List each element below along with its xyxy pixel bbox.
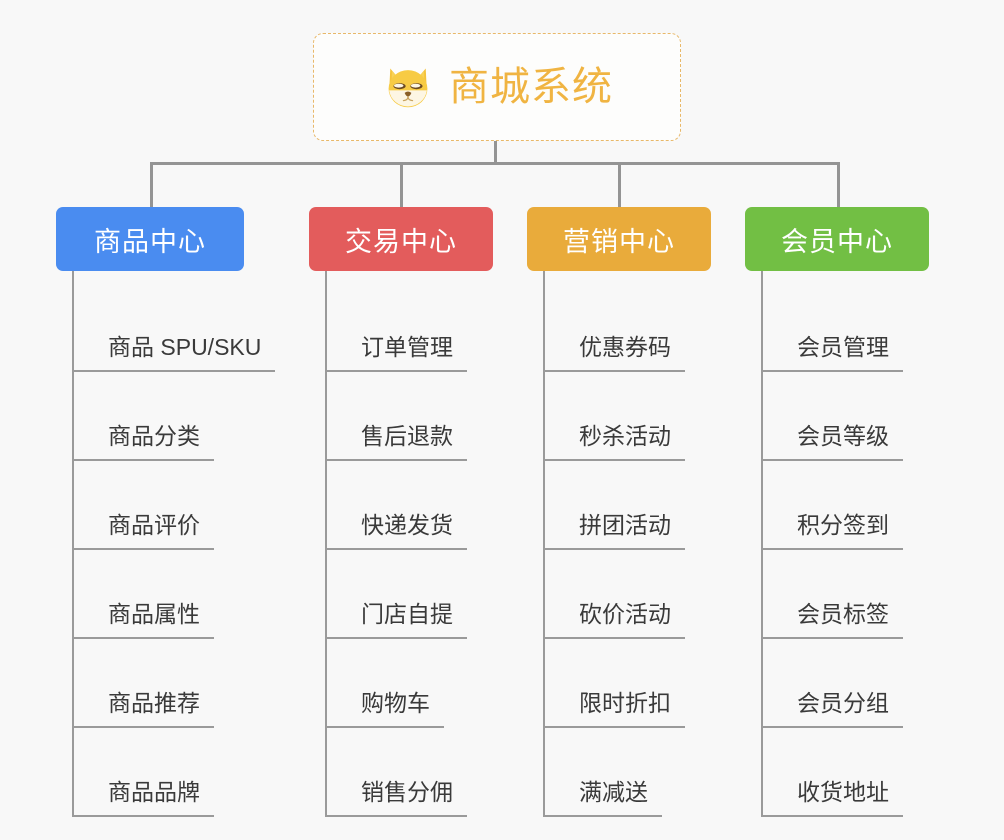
leaf-label: 收货地址	[761, 781, 903, 817]
leaf-label: 订单管理	[325, 336, 467, 372]
leaf-label: 商品品牌	[72, 781, 214, 817]
leaf-label: 会员分组	[761, 692, 903, 728]
leaf-label: 满减送	[543, 781, 662, 817]
leaf-label: 售后退款	[325, 425, 467, 461]
leaf-trunk-1	[72, 271, 74, 817]
leaf-item[interactable]: 积分签到	[761, 514, 903, 550]
leaf-item[interactable]: 商品推荐	[72, 692, 214, 728]
leaf-item[interactable]: 秒杀活动	[543, 425, 685, 461]
leaf-label: 购物车	[325, 692, 444, 728]
leaf-label: 门店自提	[325, 603, 467, 639]
leaf-item[interactable]: 收货地址	[761, 781, 903, 817]
connector-drop-2	[400, 162, 403, 208]
leaf-item[interactable]: 商品 SPU/SKU	[72, 336, 276, 372]
root-node[interactable]: 商城系统	[313, 33, 681, 141]
leaf-label: 销售分佣	[325, 781, 467, 817]
connector-root-stem	[494, 141, 497, 165]
leaf-label: 优惠券码	[543, 336, 685, 372]
leaf-item[interactable]: 优惠券码	[543, 336, 685, 372]
root-title: 商城系统	[449, 65, 613, 109]
leaf-label: 砍价活动	[543, 603, 685, 639]
leaf-item[interactable]: 限时折扣	[543, 692, 685, 728]
leaf-label: 商品 SPU/SKU	[72, 336, 276, 372]
leaf-label: 拼团活动	[543, 514, 685, 550]
leaf-item[interactable]: 会员标签	[761, 603, 903, 639]
leaf-label: 商品属性	[72, 603, 214, 639]
connector-drop-4	[837, 162, 840, 208]
leaf-label: 商品推荐	[72, 692, 214, 728]
leaf-trunk-4	[761, 271, 763, 817]
leaf-trunk-2	[325, 271, 327, 817]
leaf-item[interactable]: 商品分类	[72, 425, 214, 461]
category-box-3[interactable]: 营销中心	[527, 207, 711, 271]
leaf-item[interactable]: 门店自提	[325, 603, 467, 639]
leaf-trunk-3	[543, 271, 545, 817]
leaf-item[interactable]: 销售分佣	[325, 781, 467, 817]
leaf-item[interactable]: 砍价活动	[543, 603, 685, 639]
leaf-item[interactable]: 商品属性	[72, 603, 214, 639]
leaf-item[interactable]: 会员分组	[761, 692, 903, 728]
leaf-item[interactable]: 售后退款	[325, 425, 467, 461]
leaf-label: 商品分类	[72, 425, 214, 461]
leaf-item[interactable]: 购物车	[325, 692, 444, 728]
category-box-4[interactable]: 会员中心	[745, 207, 929, 271]
category-label-3: 营销中心	[563, 226, 675, 257]
connector-horizontal-bus	[150, 162, 840, 165]
leaf-label: 限时折扣	[543, 692, 685, 728]
leaf-item[interactable]: 满减送	[543, 781, 662, 817]
leaf-label: 秒杀活动	[543, 425, 685, 461]
category-box-2[interactable]: 交易中心	[309, 207, 493, 271]
leaf-label: 会员管理	[761, 336, 903, 372]
leaf-item[interactable]: 商品评价	[72, 514, 214, 550]
dog-face-icon	[388, 68, 428, 108]
category-box-1[interactable]: 商品中心	[56, 207, 244, 271]
leaf-item[interactable]: 拼团活动	[543, 514, 685, 550]
leaf-label: 快递发货	[325, 514, 467, 550]
leaf-item[interactable]: 会员等级	[761, 425, 903, 461]
leaf-label: 会员等级	[761, 425, 903, 461]
connector-drop-3	[618, 162, 621, 208]
leaf-item[interactable]: 商品品牌	[72, 781, 214, 817]
leaf-label: 会员标签	[761, 603, 903, 639]
category-label-1: 商品中心	[94, 226, 206, 257]
leaf-item[interactable]: 订单管理	[325, 336, 467, 372]
leaf-item[interactable]: 会员管理	[761, 336, 903, 372]
connector-drop-1	[150, 162, 153, 208]
category-label-4: 会员中心	[781, 226, 893, 257]
category-label-2: 交易中心	[345, 226, 457, 257]
leaf-label: 积分签到	[761, 514, 903, 550]
leaf-label: 商品评价	[72, 514, 214, 550]
leaf-item[interactable]: 快递发货	[325, 514, 467, 550]
